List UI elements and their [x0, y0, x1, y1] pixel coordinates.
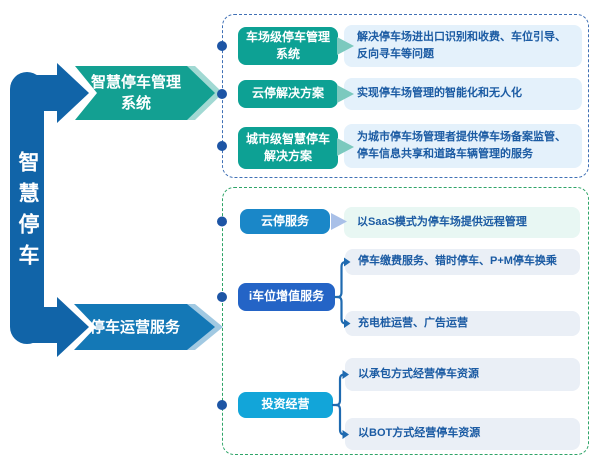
desc-payment-services: 停车缴费服务、错时停车、P+M停车换乘 — [345, 249, 580, 275]
desc-cloud-parking-solution: 实现停车场管理的智能化和无人化 — [344, 78, 582, 110]
node-cloud-parking-service: 云停服务 — [240, 209, 330, 234]
root-title: 智慧停车 — [16, 151, 39, 275]
node-city-level-solution: 城市级智慧停车解决方案 — [238, 127, 338, 169]
node-lot-level-system: 车场级停车管理系统 — [238, 27, 338, 65]
desc-charging-ads-operation: 充电桩运营、广告运营 — [345, 311, 580, 336]
desc-contract-operation: 以承包方式经营停车资源 — [345, 358, 580, 391]
desc-city-level-solution: 为城市停车场管理者提供停车场备案监管、停车信息共享和道路车辆管理的服务 — [344, 124, 582, 168]
node-cloud-parking-solution: 云停解决方案 — [238, 80, 338, 108]
node-ispace-value-added-service: i车位增值服务 — [238, 283, 335, 311]
desc-saas-remote-management: 以SaaS模式为停车场提供远程管理 — [344, 207, 580, 238]
branch-label-management-system: 智慧停车管理系统 — [90, 74, 181, 112]
branch-label-operation-service: 停车运营服务 — [89, 318, 180, 336]
desc-lot-level-system: 解决停车场进出口识别和收费、车位引导、反向寻车等问题 — [344, 25, 582, 67]
node-investment-operation: 投资经营 — [238, 392, 333, 418]
operation-services-panel — [222, 187, 589, 455]
desc-bot-operation: 以BOT方式经营停车资源 — [345, 418, 580, 450]
